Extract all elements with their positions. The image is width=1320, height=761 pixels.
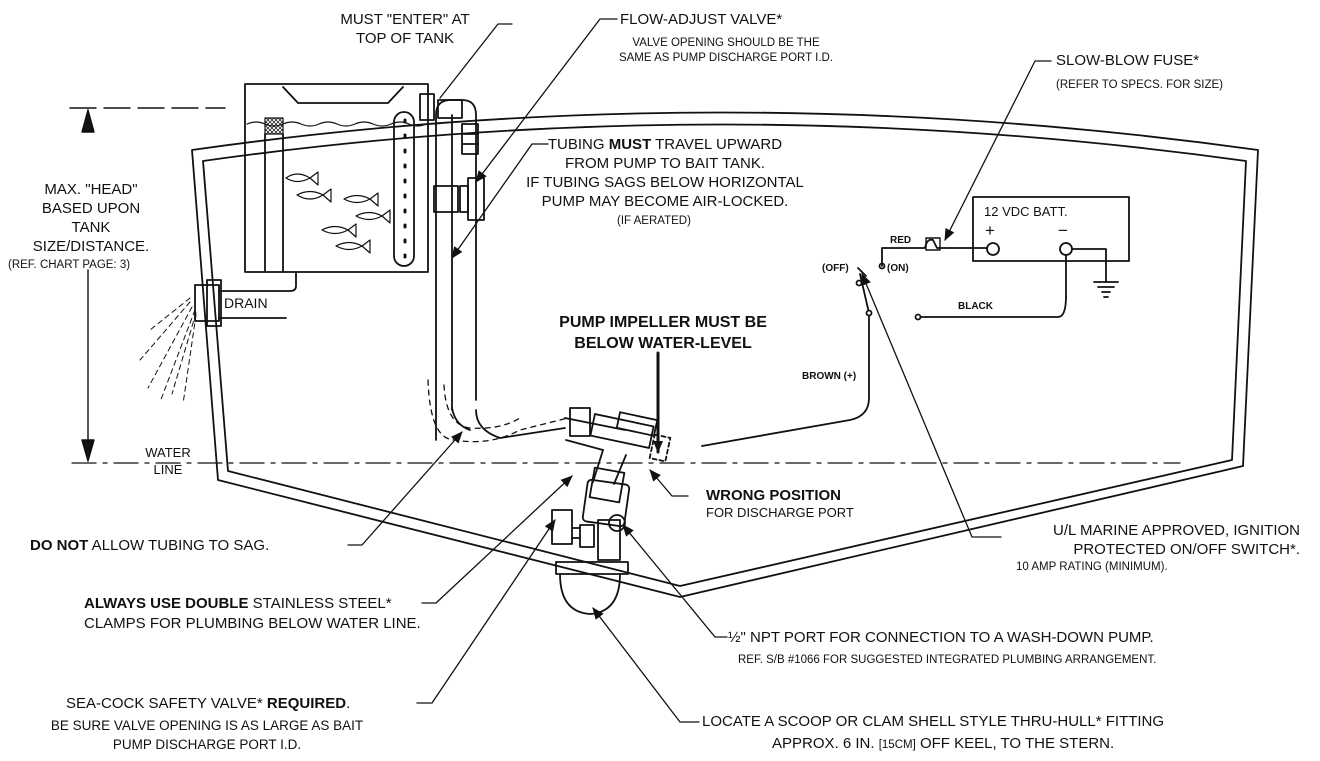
red-wire-label: RED: [890, 235, 912, 246]
switch-off-label: (OFF): [822, 263, 849, 274]
spray-bar: [393, 111, 415, 267]
fish-icon: [285, 171, 391, 254]
fuse-title: SLOW-BLOW FUSE*: [1056, 52, 1200, 69]
battery-label: 12 VDC BATT.: [984, 204, 1068, 219]
ground-symbol: [1071, 248, 1119, 298]
seacock-label: SEA-COCK SAFETY VALVE* REQUIRED.: [66, 695, 351, 712]
max-head-dimension: [69, 107, 226, 462]
battery-minus: −: [1058, 221, 1068, 240]
bait-tank: [244, 83, 429, 273]
sea-cock-valve: [559, 573, 621, 615]
discharge-tubing: [419, 93, 566, 441]
boat-hull: [191, 111, 1259, 598]
fuse-note: (REFER TO SPECS. FOR SIZE): [1056, 79, 1223, 91]
clamps-line2: CLAMPS FOR PLUMBING BELOW WATER LINE.: [84, 615, 421, 632]
switch-note: 10 AMP RATING (MINIMUM).: [1016, 561, 1168, 573]
npt-port-label: ½" NPT PORT FOR CONNECTION TO A WASH-DOW…: [728, 629, 1154, 646]
drain-label: DRAIN: [224, 295, 268, 311]
flow-valve-title: FLOW-ADJUST VALVE*: [620, 11, 783, 28]
bait-pump: [551, 407, 672, 575]
head-ref-label: (REF. CHART PAGE: 3): [8, 259, 131, 271]
clamps-label: ALWAYS USE DOUBLE STAINLESS STEEL*: [84, 595, 392, 612]
npt-port-note: REF. S/B #1066 FOR SUGGESTED INTEGRATED …: [738, 654, 1157, 666]
leader-lines: [347, 18, 1052, 723]
seacock-note: BE SURE VALVE OPENING IS AS LARGE AS BAI…: [50, 718, 364, 752]
sagging-tubing: [427, 379, 569, 443]
drain-fitting: [139, 271, 297, 405]
tubing-note: TUBING MUST TRAVEL UPWARD FROM PUMP TO B…: [526, 136, 804, 210]
flow-adjust-valve: [433, 123, 485, 221]
wiring: [701, 238, 1067, 447]
do-not-sag-label: DO NOT ALLOW TUBING TO SAG.: [30, 537, 270, 554]
scoop-label: LOCATE A SCOOP OR CLAM SHELL STYLE THRU-…: [702, 713, 1165, 730]
battery-plus: +: [985, 221, 995, 240]
slow-blow-fuse: [925, 237, 941, 251]
scoop-line2: APPROX. 6 IN. [15CM] OFF KEEL, TO THE ST…: [772, 735, 1115, 752]
switch-on-label: (ON): [887, 263, 909, 274]
black-wire-label: BLACK: [958, 301, 993, 312]
wrong-position-label: WRONG POSITION: [706, 487, 841, 504]
wrong-position-note: FOR DISCHARGE PORT: [706, 505, 854, 520]
brown-wire-label: BROWN (+): [802, 371, 857, 382]
aerated-label: (IF AERATED): [617, 215, 691, 227]
